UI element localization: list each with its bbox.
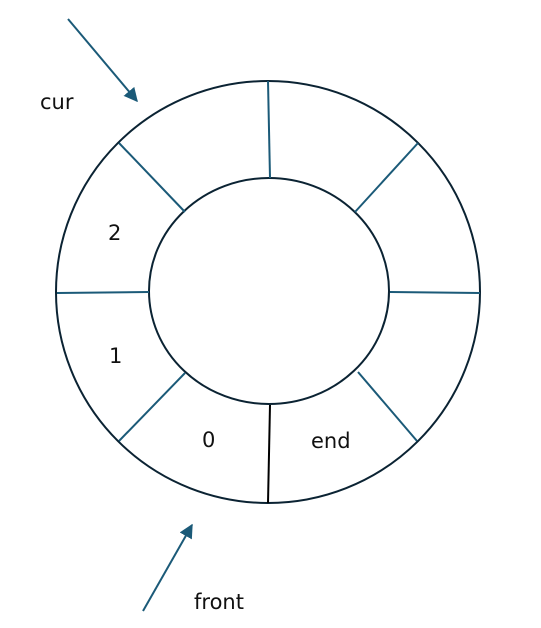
slot-label-end: end — [311, 429, 351, 453]
slot-divider-top-left — [118, 142, 186, 213]
slot-divider-top — [267, 80, 271, 179]
slot-divider-bottom-right — [357, 371, 418, 442]
slot-divider-bottom-end — [267, 404, 271, 504]
slot-divider-right — [389, 291, 481, 294]
cur-pointer-arrow — [67, 18, 138, 103]
slot-label-2: 2 — [108, 221, 121, 245]
front-pointer-arrow — [142, 523, 193, 612]
slot-divider-bottom-left — [118, 372, 186, 442]
slot-label-0: 0 — [202, 428, 215, 452]
slot-label-1: 1 — [109, 344, 122, 368]
slot-divider-left — [56, 291, 150, 294]
cur-pointer-label: cur — [40, 90, 74, 114]
front-pointer-label: front — [194, 590, 244, 614]
slot-divider-top-right — [354, 142, 419, 213]
